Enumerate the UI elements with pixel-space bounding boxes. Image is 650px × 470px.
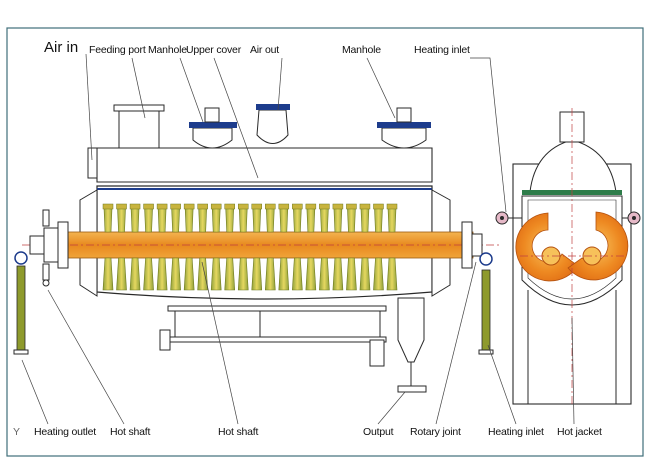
- end-view-rotor-left: [515, 212, 579, 282]
- leader-lines: [21, 53, 575, 425]
- paddle-blade-tip: [265, 203, 276, 210]
- label-air-out: Air out: [250, 44, 279, 56]
- leader-rotary-joint: [435, 261, 477, 425]
- leader-upper-cover: [213, 57, 259, 179]
- label-manhole-right: Manhole: [342, 44, 381, 56]
- paddle-blade-tip: [359, 203, 371, 210]
- output-outlet: [397, 297, 427, 393]
- label-heating-outlet: Heating outlet: [34, 426, 96, 438]
- paddle-blade-tip: [143, 203, 154, 210]
- paddle-blade-tip: [156, 203, 168, 210]
- paddle-blades: [102, 203, 398, 291]
- leader-air-in: [85, 53, 93, 161]
- end-view-dome: [529, 139, 617, 193]
- outer-frame: [6, 27, 644, 457]
- leader-manhole-left: [179, 57, 204, 123]
- leader-hot-shaft-center: [201, 261, 239, 425]
- paddle-blade-tip: [237, 203, 249, 210]
- paddle-blade: [359, 207, 371, 291]
- label-hot-jacket: Hot jacket: [557, 426, 602, 438]
- paddle-blade-tip: [251, 203, 263, 210]
- end-view-valve-left: [495, 211, 522, 225]
- paddle-blade-tip: [305, 203, 317, 210]
- leader-heating-outlet: [21, 359, 49, 425]
- end-view-valve-right: [622, 211, 641, 225]
- paddle-blade-tip: [102, 203, 114, 210]
- manhole-left-nozzle: [189, 107, 237, 149]
- right-shaft-end: [461, 221, 493, 269]
- air-in-pipe: [87, 147, 98, 179]
- leader-hot-jacket: [571, 317, 575, 425]
- label-air-in: Air in: [44, 39, 79, 56]
- label-feeding-port: Feeding port: [89, 44, 146, 56]
- paddle-blade-tip: [210, 203, 222, 210]
- label-upper-cover: Upper cover: [186, 44, 241, 56]
- feeding-port-nozzle: [113, 104, 165, 149]
- label-corner-mark: Y: [13, 426, 20, 438]
- paddle-blade: [156, 207, 168, 291]
- air-out-nozzle: [256, 104, 290, 144]
- paddle-blade-tip: [116, 203, 127, 210]
- paddle-blade-tip: [386, 203, 398, 210]
- leader-air-out: [277, 57, 283, 111]
- label-hot-shaft-center: Hot shaft: [218, 426, 259, 438]
- label-rotary-joint: Rotary joint: [410, 426, 461, 438]
- end-view-rotor-right: [567, 211, 629, 281]
- label-output: Output: [363, 426, 394, 438]
- paddle-blade-tip: [292, 203, 303, 210]
- paddle-blade-tip: [278, 203, 290, 210]
- manhole-right-nozzle: [377, 107, 431, 149]
- paddle-blade-tip: [224, 203, 235, 210]
- leader-feeding-port: [131, 57, 146, 119]
- heating-outlet-pipe-left: [13, 251, 29, 355]
- leader-hot-shaft-left: [47, 289, 125, 425]
- paddle-blade-tip: [346, 203, 357, 210]
- heating-inlet-pipe-right: [478, 269, 494, 355]
- label-heating-inlet-bottom: Heating inlet: [488, 426, 544, 438]
- leader-heating-inlet-bottom: [487, 344, 517, 425]
- paddle-blade-tip: [170, 203, 181, 210]
- end-view: [495, 108, 641, 406]
- paddle-blade-tip: [197, 203, 208, 210]
- leader-heating-inlet-top: [470, 57, 507, 213]
- leader-output: [377, 391, 406, 425]
- support-base: [159, 305, 387, 367]
- label-hot-shaft-left: Hot shaft: [110, 426, 151, 438]
- paddle-blade-tip: [319, 203, 330, 210]
- label-heating-inlet-top: Heating inlet: [414, 44, 470, 56]
- paddle-blade-tip: [332, 203, 344, 210]
- leader-manhole-right: [366, 57, 396, 119]
- paddle-blade-tip: [129, 203, 141, 210]
- end-view-trough-inner: [527, 199, 617, 300]
- label-manhole-left: Manhole: [148, 44, 187, 56]
- paddle-blade-tip: [373, 203, 384, 210]
- left-shaft-end: [29, 209, 69, 287]
- paddle-blade-tip: [183, 203, 195, 210]
- upper-cover: [96, 147, 433, 183]
